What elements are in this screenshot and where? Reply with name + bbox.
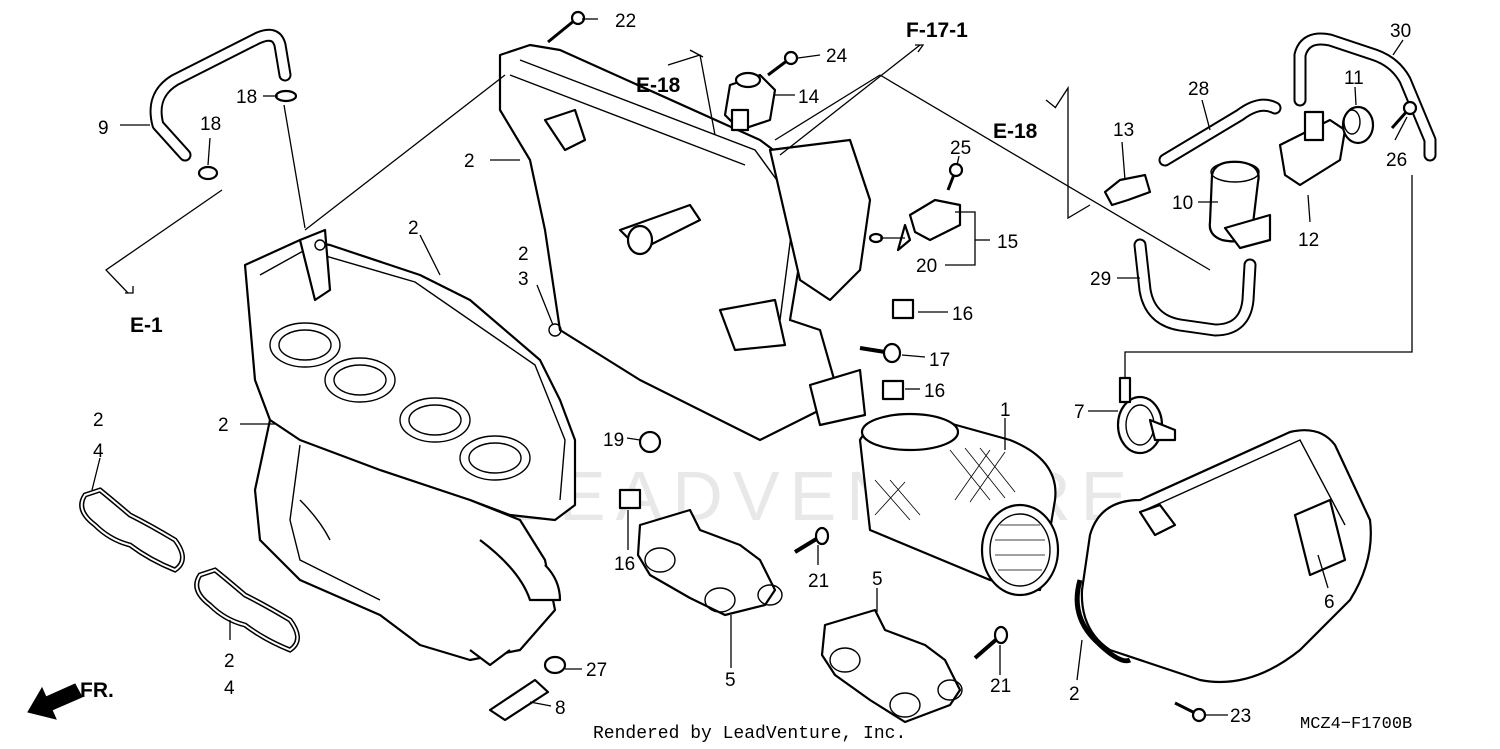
label-13: 13 — [1113, 120, 1134, 141]
label-17: 17 — [929, 350, 950, 371]
inlet-duct-6 — [1074, 429, 1372, 684]
label-3: 3 — [518, 269, 529, 290]
label-29: 29 — [1090, 269, 1111, 290]
label-18-b: 18 — [236, 87, 257, 108]
holder-5-a — [636, 508, 783, 617]
hose-28 — [1158, 98, 1282, 167]
front-direction-label: FR. — [80, 679, 114, 702]
hose-30 — [1293, 32, 1437, 162]
label-2-cover-b: 2 — [218, 415, 229, 436]
clip-16-c — [618, 488, 642, 510]
air-filter-element-1 — [858, 412, 1060, 597]
gasket-4-lower — [194, 567, 300, 653]
label-11: 11 — [1344, 68, 1364, 89]
label-25: 25 — [950, 138, 971, 159]
ref-e18-right: E-18 — [993, 120, 1038, 143]
cap-19 — [638, 430, 662, 454]
air-cleaner-upper-housing — [498, 43, 872, 442]
hose-clip-18 — [197, 165, 219, 181]
rendered-by-credit: Rendered by LeadVenture, Inc. — [593, 724, 906, 744]
label-27: 27 — [586, 660, 607, 681]
label-28: 28 — [1188, 79, 1209, 100]
label-4-gasket-bottom: 4 — [224, 678, 235, 699]
label-16-a: 16 — [952, 304, 973, 325]
label-2-housing: 2 — [464, 151, 475, 172]
label-24: 24 — [826, 46, 848, 67]
label-2-gasket-bottom: 2 — [224, 651, 235, 672]
bolt-21-a — [793, 526, 830, 554]
clip-8 — [488, 678, 550, 722]
ref-f17-1: F-17-1 — [906, 19, 968, 42]
label-7: 7 — [1074, 402, 1085, 423]
clamp-27 — [543, 655, 567, 675]
label-14: 14 — [798, 87, 820, 108]
bolt-21-b — [973, 625, 1009, 660]
label-16-c: 16 — [614, 554, 635, 575]
breather-hose-9 — [149, 28, 298, 181]
valve-7 — [1116, 376, 1177, 455]
ref-e1: E-1 — [130, 314, 163, 337]
label-6: 6 — [1324, 592, 1335, 613]
label-23: 23 — [1230, 706, 1251, 727]
solenoid-valve-10 — [1208, 160, 1272, 250]
label-21-a: 21 — [808, 571, 829, 592]
label-9: 9 — [98, 118, 109, 139]
label-20: 20 — [916, 256, 937, 277]
label-18-a: 18 — [200, 114, 221, 135]
screw-23 — [1174, 701, 1207, 723]
label-1: 1 — [1000, 400, 1011, 421]
label-12: 12 — [1298, 230, 1319, 251]
label-2-mid: 2 — [518, 244, 529, 265]
label-15: 15 — [997, 232, 1018, 253]
label-4-gasket-top: 4 — [93, 441, 104, 462]
screw-25 — [946, 162, 964, 191]
label-10: 10 — [1172, 193, 1193, 214]
label-2-duct: 2 — [1069, 684, 1080, 705]
bolt-17 — [859, 342, 902, 364]
check-valve-13 — [1103, 173, 1152, 207]
holder-5-b — [820, 608, 963, 724]
sensor-15 — [868, 198, 962, 252]
label-19: 19 — [603, 430, 624, 451]
label-21-b: 21 — [990, 676, 1011, 697]
label-22: 22 — [615, 11, 636, 32]
label-2-cover-a: 2 — [408, 218, 419, 239]
label-26: 26 — [1386, 150, 1407, 171]
sensor-14 — [723, 71, 777, 132]
hose-clip-18-top — [274, 89, 298, 103]
gasket-4-upper — [79, 487, 185, 573]
air-cleaner-housing-lower — [253, 418, 562, 667]
clip-16-a — [891, 298, 915, 320]
cap-11 — [1341, 105, 1375, 145]
leader-lines — [91, 18, 1413, 716]
label-2-gasket-top: 2 — [93, 410, 104, 431]
label-5-a: 5 — [725, 670, 736, 691]
label-5-b: 5 — [872, 569, 883, 590]
ref-e18-top: E-18 — [636, 74, 681, 97]
clip-16-b — [881, 379, 905, 401]
label-8: 8 — [555, 698, 566, 719]
diagram-code: MCZ4−F1700B — [1300, 715, 1412, 734]
screw-22 — [547, 10, 586, 44]
hose-29 — [1133, 238, 1257, 337]
bracket-12 — [1278, 110, 1347, 187]
label-30: 30 — [1390, 21, 1411, 42]
screw-26 — [1390, 100, 1418, 129]
front-direction-arrow: FR. — [27, 679, 114, 720]
label-16-b: 16 — [924, 381, 945, 402]
screw-24 — [767, 50, 799, 77]
grommet-3 — [548, 323, 562, 337]
